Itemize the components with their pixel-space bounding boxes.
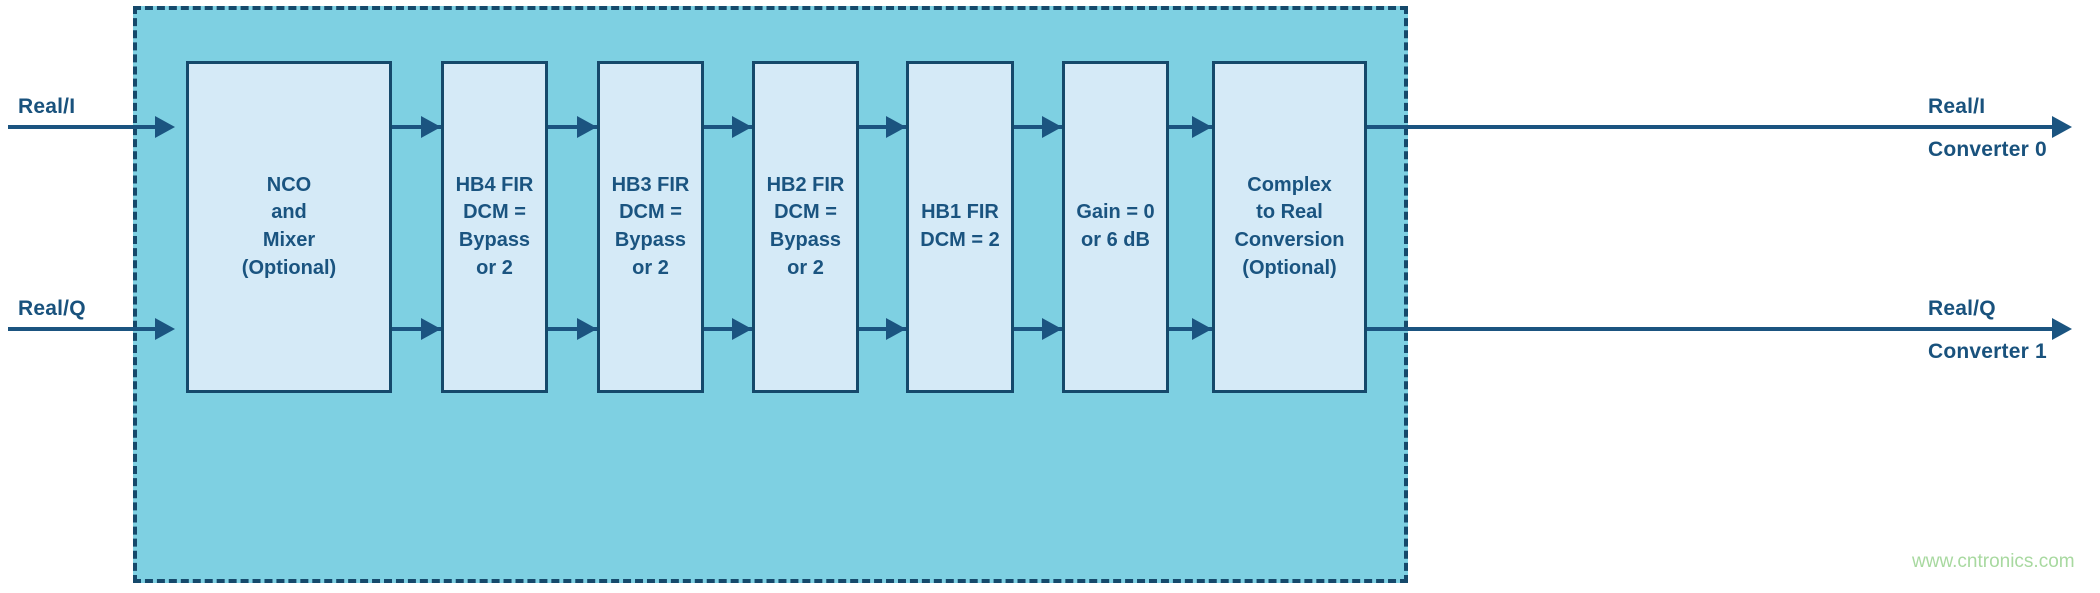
connector-hb2-to-hb1-real-q (859, 327, 906, 331)
stage-label-complex-to-real: Complex to Real Conversion (Optional) (1234, 173, 1345, 279)
connector-gain-to-complex-real-i (1169, 125, 1212, 129)
connector-arrowhead-nco-to-hb4-real-q (421, 318, 441, 340)
connector-arrowhead-hb3-to-hb2-real-i (732, 116, 752, 138)
connector-hb2-to-hb1-real-i (859, 125, 906, 129)
stage-block-complex-to-real[interactable]: Complex to Real Conversion (Optional) (1212, 61, 1367, 393)
connector-arrowhead-hb2-to-hb1-real-q (886, 318, 906, 340)
output-label-converter-1: Converter 1 (1928, 340, 2047, 363)
input-wire-real-q (8, 327, 168, 331)
watermark-text: www.cntronics.com (1912, 551, 2075, 572)
connector-arrowhead-hb4-to-hb3-real-q (577, 318, 597, 340)
input-label-real-q: Real/Q (18, 297, 86, 320)
stage-block-hb1[interactable]: HB1 FIR DCM = 2 (906, 61, 1014, 393)
connector-arrowhead-hb1-to-gain-real-i (1042, 116, 1062, 138)
connector-hb1-to-gain-real-i (1014, 125, 1062, 129)
output-label-real-q: Real/Q (1928, 297, 1996, 320)
connector-arrowhead-hb4-to-hb3-real-i (577, 116, 597, 138)
stage-block-hb3[interactable]: HB3 FIR DCM = Bypass or 2 (597, 61, 704, 393)
stage-label-hb2: HB2 FIR DCM = Bypass or 2 (766, 173, 845, 279)
output-label-converter-0: Converter 0 (1928, 138, 2047, 161)
connector-nco-to-hb4-real-q (392, 327, 441, 331)
connector-arrowhead-hb2-to-hb1-real-i (886, 116, 906, 138)
input-arrowhead-real-q (155, 318, 175, 340)
connector-hb1-to-gain-real-q (1014, 327, 1062, 331)
connector-hb4-to-hb3-real-i (548, 125, 597, 129)
connector-arrowhead-hb3-to-hb2-real-q (732, 318, 752, 340)
connector-hb4-to-hb3-real-q (548, 327, 597, 331)
connector-arrowhead-gain-to-complex-real-i (1192, 116, 1212, 138)
input-label-real-i: Real/I (18, 95, 76, 118)
stage-label-hb4: HB4 FIR DCM = Bypass or 2 (455, 173, 534, 279)
connector-nco-to-hb4-real-i (392, 125, 441, 129)
input-arrowhead-real-i (155, 116, 175, 138)
stage-block-hb4[interactable]: HB4 FIR DCM = Bypass or 2 (441, 61, 548, 393)
connector-gain-to-complex-real-q (1169, 327, 1212, 331)
stage-label-nco: NCO and Mixer (Optional) (241, 173, 337, 279)
output-arrowhead-real-i (2052, 116, 2072, 138)
output-wire-real-i (1367, 125, 2057, 129)
stage-block-hb2[interactable]: HB2 FIR DCM = Bypass or 2 (752, 61, 859, 393)
output-arrowhead-real-q (2052, 318, 2072, 340)
output-label-real-i: Real/I (1928, 95, 1986, 118)
connector-arrowhead-hb1-to-gain-real-q (1042, 318, 1062, 340)
stage-block-gain[interactable]: Gain = 0 or 6 dB (1062, 61, 1169, 393)
stage-label-hb3: HB3 FIR DCM = Bypass or 2 (611, 173, 690, 279)
connector-hb3-to-hb2-real-i (704, 125, 752, 129)
input-wire-real-i (8, 125, 168, 129)
stage-label-gain: Gain = 0 or 6 dB (1076, 201, 1155, 251)
connector-hb3-to-hb2-real-q (704, 327, 752, 331)
connector-arrowhead-nco-to-hb4-real-i (421, 116, 441, 138)
output-wire-real-q (1367, 327, 2057, 331)
connector-arrowhead-gain-to-complex-real-q (1192, 318, 1212, 340)
stage-label-hb1: HB1 FIR DCM = 2 (920, 201, 1000, 251)
stage-block-nco[interactable]: NCO and Mixer (Optional) (186, 61, 392, 393)
